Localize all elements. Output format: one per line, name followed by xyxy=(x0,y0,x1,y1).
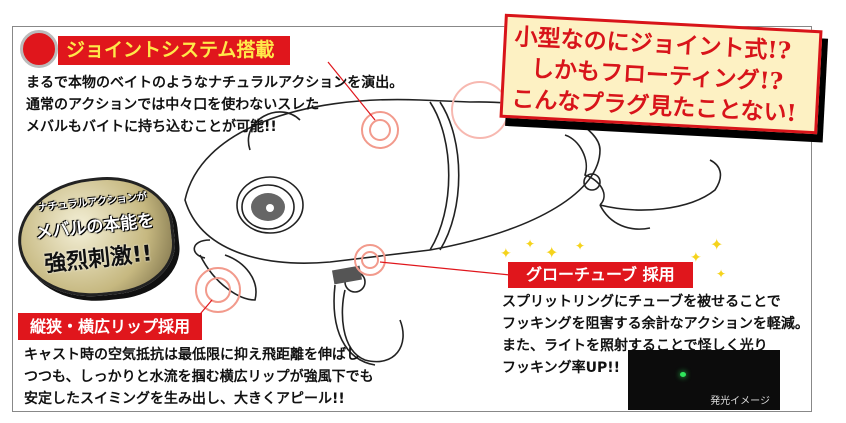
joint-line-2: 通常のアクションでは中々口を使わないスレた xyxy=(26,97,320,113)
joint-icon xyxy=(20,30,58,68)
lip-line-3: 安定したスイミングを生み出し、大きくアピール!! xyxy=(24,391,345,407)
lip-description: キャスト時の空気抵抗は最低限に抑え飛距離を伸ばし つつも、しっかりと水流を掴む横… xyxy=(24,344,374,410)
lip-line-1: キャスト時の空気抵抗は最低限に抑え飛距離を伸ばし xyxy=(24,347,360,363)
glow-line-4: フッキング率UP!! xyxy=(502,360,620,376)
lip-title: 縦狭・横広リップ採用 xyxy=(18,313,203,340)
glow-image: 発光イメージ xyxy=(628,350,780,410)
glow-tube-title: グローチューブ 採用 xyxy=(508,262,693,288)
joint-system-title: ジョイントシステム搭載 xyxy=(58,36,291,65)
glow-dot xyxy=(680,372,686,377)
svg-text:✦: ✦ xyxy=(716,267,726,281)
svg-text:✦: ✦ xyxy=(575,239,585,253)
joint-description: まるで本物のベイトのようなナチュラルアクションを演出。 通常のアクションでは中々… xyxy=(26,72,403,138)
joint-line-3: メバルもバイトに持ち込むことが可能!! xyxy=(26,119,277,135)
glow-line-1: スプリットリングにチューブを被せることで xyxy=(502,294,781,310)
glow-image-caption: 発光イメージ xyxy=(710,396,770,407)
svg-text:✦: ✦ xyxy=(545,243,558,262)
svg-text:✦: ✦ xyxy=(500,246,512,262)
svg-text:✦: ✦ xyxy=(690,250,702,266)
lip-line-2: つつも、しっかりと水流を掴む横広リップが強風下でも xyxy=(24,369,374,385)
svg-text:✦: ✦ xyxy=(710,235,723,254)
headline-callout: 小型なのにジョイント式!? しかもフローティング!? こんなプラグ見たことない! xyxy=(499,13,823,135)
joint-line-1: まるで本物のベイトのようなナチュラルアクションを演出。 xyxy=(26,75,404,91)
glow-line-2: フッキングを阻害する余計なアクションを軽減。 xyxy=(502,316,809,332)
sparkle-stars: ✦ ✦ ✦ ✦ ✦ ✦ ✦ xyxy=(500,235,726,281)
svg-text:✦: ✦ xyxy=(525,237,535,251)
content-frame xyxy=(12,26,812,412)
